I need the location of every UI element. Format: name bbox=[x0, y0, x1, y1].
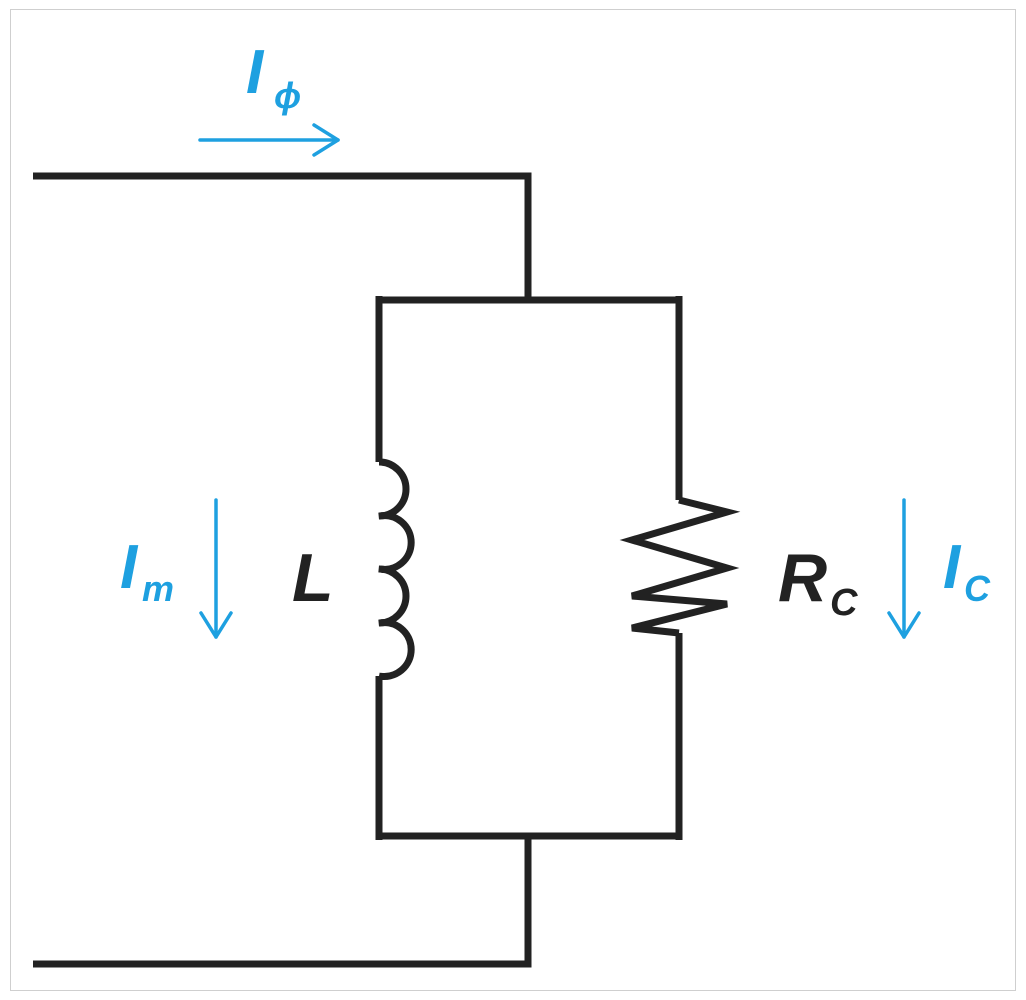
inductor-coil bbox=[378, 458, 415, 680]
label-i-m-sub: m bbox=[142, 568, 174, 609]
current-arrow-i-c bbox=[887, 498, 921, 639]
label-i-phi-sub: ϕ bbox=[274, 75, 301, 116]
bottom-input-wire bbox=[33, 836, 532, 968]
label-i-m: I m bbox=[120, 533, 174, 609]
label-resistor-main: R bbox=[778, 540, 827, 616]
label-i-m-main: I bbox=[120, 533, 139, 602]
label-inductor-main: L bbox=[292, 540, 334, 616]
label-i-c-sub: C bbox=[964, 568, 991, 609]
current-arrow-i-phi bbox=[198, 123, 340, 157]
label-inductor: L bbox=[292, 540, 334, 616]
top-input-wire bbox=[33, 172, 532, 300]
label-i-phi-main: I bbox=[246, 38, 265, 107]
current-arrow-i-m bbox=[199, 498, 233, 639]
label-resistor: R C bbox=[778, 540, 858, 624]
label-i-phi: I ϕ bbox=[246, 38, 301, 116]
label-i-c: I C bbox=[943, 533, 991, 609]
resistor-zigzag bbox=[619, 496, 741, 637]
label-i-c-main: I bbox=[943, 533, 962, 602]
label-resistor-sub: C bbox=[830, 582, 858, 624]
